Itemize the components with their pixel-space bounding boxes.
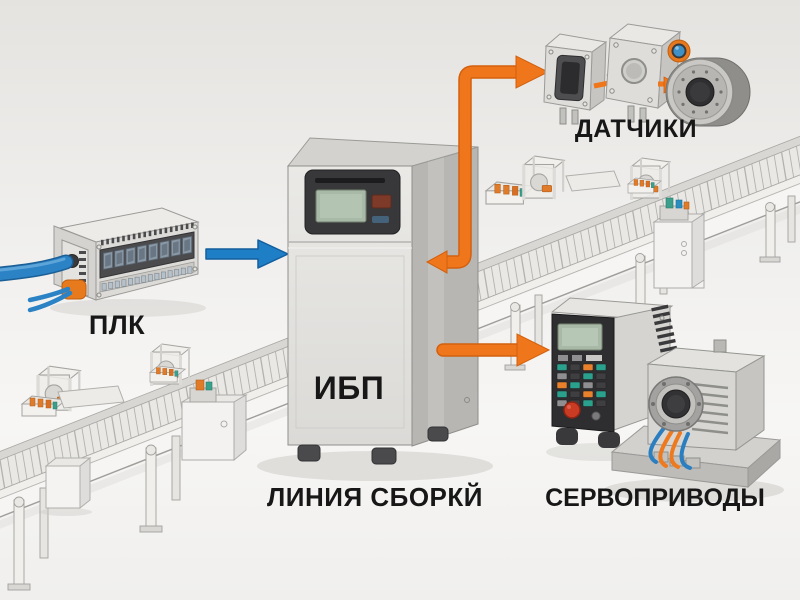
arrow-plc-to-ups bbox=[205, 239, 289, 269]
ups-display-panel bbox=[304, 169, 401, 235]
motor-flange bbox=[648, 376, 704, 432]
ups-feet bbox=[297, 426, 449, 465]
label-assembly-line: ЛИНИЯ СБОРКЙ bbox=[267, 482, 483, 512]
sensors-group bbox=[543, 23, 751, 127]
label-plc: ПЛК bbox=[88, 310, 146, 340]
ups-door-outline bbox=[295, 255, 405, 429]
power-cable bbox=[0, 256, 72, 280]
servo-group bbox=[550, 297, 782, 489]
heatsink-fins bbox=[651, 304, 678, 353]
ups-side-highlight bbox=[428, 157, 444, 441]
floor-box bbox=[40, 456, 92, 516]
servo-red-button bbox=[563, 401, 581, 419]
indicator-button bbox=[667, 39, 691, 63]
servo-keypad bbox=[556, 363, 607, 407]
arrowhead-into-ups bbox=[425, 250, 448, 274]
servo-drive-unit bbox=[550, 297, 678, 448]
ups-blue-button bbox=[372, 216, 389, 223]
label-servos: СЕРВОПРИВОДЫ bbox=[545, 484, 765, 512]
arrow-ups-to-servos bbox=[436, 333, 551, 367]
sensor-encoder bbox=[665, 57, 751, 127]
label-sensors: ДАТЧИКИ bbox=[574, 115, 698, 143]
arrowhead-to-servos bbox=[516, 333, 551, 367]
label-ups: ИБП bbox=[313, 370, 385, 406]
motor-wires bbox=[648, 426, 692, 470]
signal-cable-2 bbox=[27, 290, 73, 313]
ups-vent-slot bbox=[315, 178, 385, 183]
ups-cabinet bbox=[286, 137, 479, 465]
encoder-marks bbox=[677, 70, 723, 114]
arrowhead-to-sensors bbox=[515, 55, 550, 89]
conveyor-fixtures bbox=[21, 155, 706, 516]
servo-feet bbox=[556, 428, 620, 448]
signal-cable-1 bbox=[27, 286, 71, 303]
plc-module-band bbox=[99, 231, 195, 279]
servo-motor bbox=[646, 339, 766, 470]
workstation-box bbox=[180, 379, 248, 462]
arrow-ups-to-sensors bbox=[425, 55, 550, 274]
power-cable-highlight bbox=[0, 257, 66, 272]
plc-screws bbox=[96, 224, 198, 298]
plc-io-modules bbox=[103, 235, 193, 270]
workstation-box-2 bbox=[652, 197, 706, 289]
plc-terminal-comb bbox=[101, 222, 194, 246]
plc-device bbox=[0, 207, 200, 313]
sensor-photo bbox=[543, 33, 608, 125]
ups-red-button bbox=[371, 194, 392, 209]
